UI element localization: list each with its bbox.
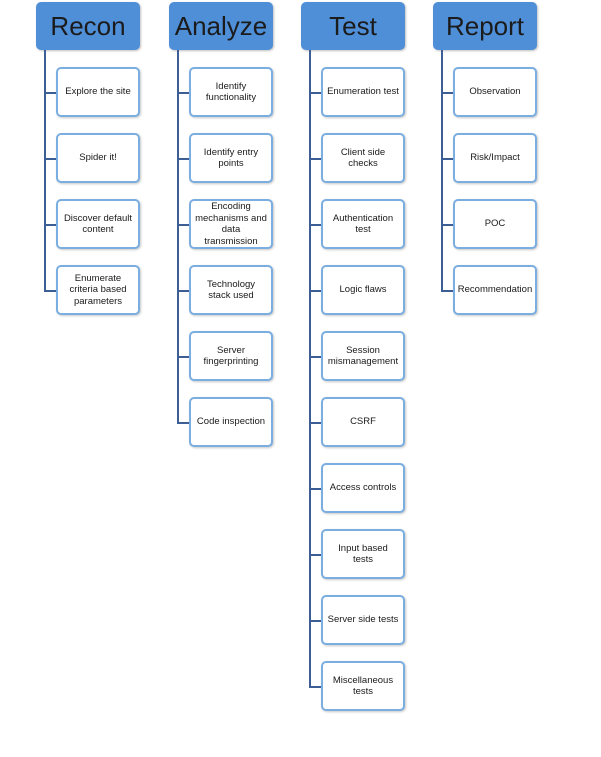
connector-branch — [44, 224, 56, 226]
connector-branch — [441, 158, 453, 160]
recon-item: Enumerate criteria based parameters — [56, 265, 140, 315]
connector-branch — [309, 554, 321, 556]
connector-branch — [177, 224, 189, 226]
analyze-item: Server fingerprinting — [189, 331, 273, 381]
report-header: Report — [433, 2, 537, 50]
connector-branch — [309, 290, 321, 292]
connector-branch — [44, 92, 56, 94]
test-item: Miscellaneous tests — [321, 661, 405, 711]
connector-branch — [309, 224, 321, 226]
test-item: Server side tests — [321, 595, 405, 645]
analyze-item: Encoding mechanisms and data transmissio… — [189, 199, 273, 249]
analyze-item: Identify functionality — [189, 67, 273, 117]
connector-branch — [177, 92, 189, 94]
test-header: Test — [301, 2, 405, 50]
test-item: Client side checks — [321, 133, 405, 183]
connector-branch — [309, 620, 321, 622]
connector-branch — [177, 290, 189, 292]
analyze-item: Technology stack used — [189, 265, 273, 315]
connector-branch — [309, 356, 321, 358]
test-item: Input based tests — [321, 529, 405, 579]
analyze-item: Code inspection — [189, 397, 273, 447]
recon-connector — [44, 50, 46, 292]
connector-branch — [177, 158, 189, 160]
connector-branch — [441, 224, 453, 226]
report-item: Risk/Impact — [453, 133, 537, 183]
recon-header: Recon — [36, 2, 140, 50]
report-item: Observation — [453, 67, 537, 117]
test-item: Enumeration test — [321, 67, 405, 117]
connector-branch — [44, 158, 56, 160]
recon-item: Spider it! — [56, 133, 140, 183]
test-item: Access controls — [321, 463, 405, 513]
connector-branch — [441, 290, 453, 292]
connector-branch — [44, 290, 56, 292]
test-item: CSRF — [321, 397, 405, 447]
connector-branch — [309, 686, 321, 688]
report-connector — [441, 50, 443, 292]
analyze-header: Analyze — [169, 2, 273, 50]
report-item: POC — [453, 199, 537, 249]
recon-item: Discover default content — [56, 199, 140, 249]
connector-branch — [309, 488, 321, 490]
connector-branch — [309, 422, 321, 424]
test-connector — [309, 50, 311, 688]
report-item: Recommendation — [453, 265, 537, 315]
test-item: Session mismanagement — [321, 331, 405, 381]
connector-branch — [177, 422, 189, 424]
recon-item: Explore the site — [56, 67, 140, 117]
connector-branch — [177, 356, 189, 358]
connector-branch — [309, 92, 321, 94]
test-item: Authentication test — [321, 199, 405, 249]
connector-branch — [441, 92, 453, 94]
analyze-item: Identify entry points — [189, 133, 273, 183]
test-item: Logic flaws — [321, 265, 405, 315]
analyze-connector — [177, 50, 179, 424]
connector-branch — [309, 158, 321, 160]
